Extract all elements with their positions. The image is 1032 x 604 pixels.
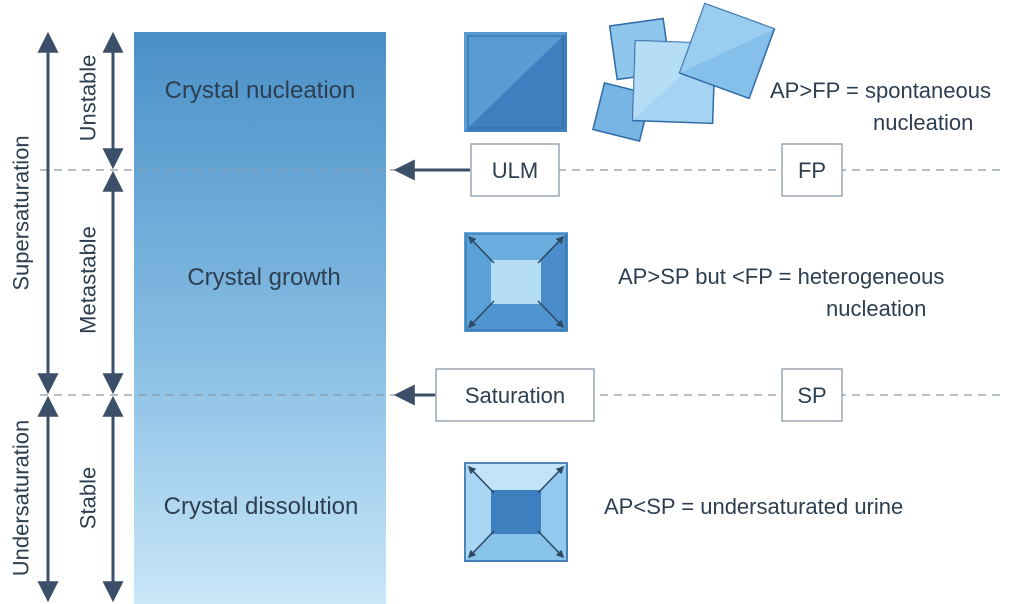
unstable-label: Unstable bbox=[76, 55, 101, 142]
sp-box: SP bbox=[781, 368, 843, 422]
saturation-label: Saturation bbox=[465, 383, 565, 408]
metastable-label: Metastable bbox=[76, 226, 101, 334]
stable-label: Stable bbox=[76, 467, 101, 529]
zone-nucleation-label: Crystal nucleation bbox=[165, 77, 356, 104]
heterogeneous-desc-line1: AP>SP but <FP = heterogeneous bbox=[618, 264, 944, 289]
saturation-box: Saturation bbox=[435, 368, 595, 422]
undersaturation-label: Undersaturation bbox=[9, 420, 34, 577]
dissolution-crystal-icon bbox=[464, 462, 568, 562]
ulm-box: ULM bbox=[470, 143, 560, 197]
spontaneous-desc-line2: nucleation bbox=[873, 110, 973, 135]
spontaneous-desc-line1: AP>FP = spontaneous bbox=[770, 78, 991, 103]
fp-box: FP bbox=[781, 143, 843, 197]
heterogeneous-desc-line2: nucleation bbox=[826, 296, 926, 321]
crystal-cluster-icon bbox=[591, 2, 776, 143]
ulm-label: ULM bbox=[492, 158, 538, 183]
zone-dissolution-label: Crystal dissolution bbox=[164, 493, 359, 520]
sp-label: SP bbox=[797, 383, 826, 408]
saturation-gradient-bar bbox=[134, 32, 386, 604]
growth-crystal-icon bbox=[464, 232, 568, 332]
undersaturated-desc: AP<SP = undersaturated urine bbox=[604, 494, 903, 519]
supersaturation-label: Supersaturation bbox=[9, 135, 34, 290]
fp-label: FP bbox=[798, 158, 826, 183]
zone-growth-label: Crystal growth bbox=[187, 264, 340, 291]
nucleation-crystal-icon bbox=[464, 32, 567, 132]
